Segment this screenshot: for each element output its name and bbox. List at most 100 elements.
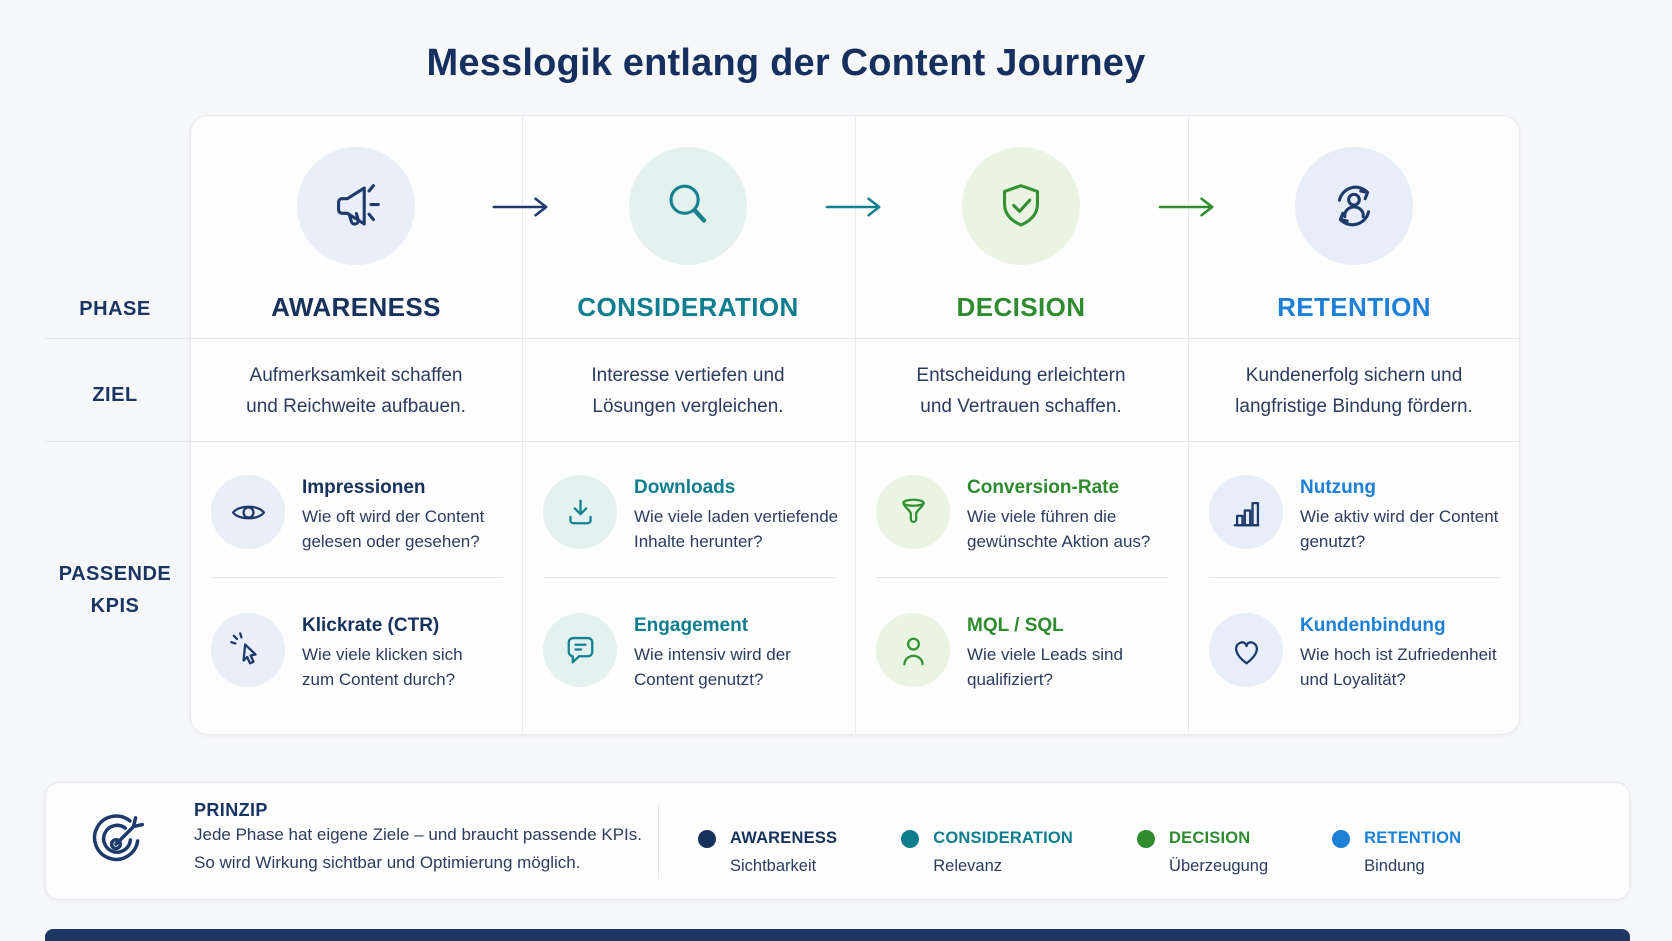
kpi-desc: Wie hoch ist Zufriedenheit und Loyalität… [1300, 643, 1497, 692]
goal-line: und Vertrauen schaffen. [920, 396, 1122, 417]
kpi-icon-circle [876, 613, 950, 687]
kpi-desc-line: Wie viele klicken sich [302, 645, 463, 664]
person-cycle-icon [1337, 185, 1371, 227]
kpi-icon-circle [876, 475, 950, 549]
kpi-item: Kundenbindung Wie hoch ist Zufriedenheit… [1209, 613, 1516, 692]
footer-strip [45, 929, 1630, 941]
kpi-icon-circle [543, 613, 617, 687]
goal-line: und Reichweite aufbauen. [246, 396, 466, 417]
legend-item-awareness: AWARENESS Sichtbarkeit [698, 827, 837, 877]
kpi-item: Nutzung Wie aktiv wird der Content genut… [1209, 475, 1516, 554]
kpi-item: Impressionen Wie oft wird der Content ge… [211, 475, 518, 554]
goal-line: Aufmerksamkeit schaffen [249, 365, 463, 386]
goal-line: langfristige Bindung fördern. [1235, 396, 1473, 417]
legend-label: RETENTION [1364, 829, 1462, 847]
principle-title: PRINZIP [194, 800, 268, 820]
kpi-title: Kundenbindung [1300, 615, 1446, 636]
kpi-desc-line: Wie viele Leads sind [967, 645, 1123, 664]
phase-goal: Aufmerksamkeit schaffen und Reichweite a… [190, 360, 522, 422]
principle-line: So wird Wirkung sichtbar und Optimierung… [194, 853, 581, 872]
shield-check-icon [1002, 184, 1040, 227]
legend-dot [698, 830, 716, 848]
phase-name: RETENTION [1277, 292, 1431, 322]
heart-icon [1234, 640, 1258, 664]
kpi-divider [543, 577, 835, 578]
kpi-desc: Wie viele klicken sich zum Content durch… [302, 643, 463, 692]
column-divider [855, 116, 856, 734]
legend-sublabel: Bindung [1364, 857, 1425, 875]
legend-dot [1137, 830, 1156, 848]
phase-goal: Interesse vertiefen und Lösungen verglei… [522, 360, 854, 422]
phase-icon-circle [962, 147, 1080, 265]
principle-line: Jede Phase hat eigene Ziele – und brauch… [194, 825, 642, 844]
kpi-desc-line: Wie intensiv wird der [634, 645, 791, 664]
column-divider [522, 116, 523, 734]
phase-column-decision: DECISION Entscheidung erleichtern und Ve… [855, 115, 1187, 735]
row-label-kpis-line1: PASSENDE [58, 563, 172, 585]
legend-item-retention: RETENTION Bindung [1332, 827, 1461, 877]
cursor-click-icon [229, 631, 257, 664]
kpi-desc-line: Wie aktiv wird der Content [1300, 507, 1499, 526]
kpi-desc: Wie intensiv wird der Content genutzt? [634, 643, 791, 692]
download-icon [568, 499, 592, 524]
kpi-icon-circle [543, 475, 617, 549]
kpi-item: Downloads Wie viele laden vertiefende In… [543, 475, 850, 554]
person-icon [902, 637, 924, 665]
kpi-divider [876, 577, 1168, 578]
row-label-goal: ZIEL [92, 384, 138, 406]
megaphone-icon [337, 184, 380, 226]
kpi-icon-circle [211, 613, 285, 687]
phase-icon-circle [629, 147, 747, 265]
arrow-right-icon [1158, 197, 1214, 217]
phase-goal: Entscheidung erleichtern und Vertrauen s… [855, 360, 1187, 422]
goal-line: Interesse vertiefen und [591, 365, 785, 386]
phase-name: DECISION [956, 292, 1086, 322]
legend-dot [1332, 830, 1351, 848]
kpi-desc-line: und Loyalität? [1300, 669, 1406, 689]
kpi-desc-line: Wie oft wird der Content [302, 507, 485, 526]
row-label-kpis: PASSENDE KPIS [40, 558, 190, 622]
kpi-item: Engagement Wie intensiv wird der Content… [543, 613, 850, 692]
row-divider [45, 338, 1520, 339]
phase-icon-circle [297, 147, 415, 265]
row-divider [45, 441, 1520, 442]
legend-label: AWARENESS [730, 829, 838, 847]
arrow-right-icon [492, 197, 548, 217]
phase-goal: Kundenerfolg sichern und langfristige Bi… [1188, 360, 1520, 422]
legend-dot [901, 830, 920, 848]
arrow-right-icon [825, 197, 881, 217]
phase-column-consideration: CONSIDERATION Interesse vertiefen und Lö… [522, 115, 854, 735]
phase-column-awareness: AWARENESS Aufmerksamkeit schaffen und Re… [190, 115, 522, 735]
phase-name: CONSIDERATION [577, 292, 799, 322]
kpi-desc: Wie oft wird der Content gelesen oder ge… [302, 505, 484, 554]
kpi-desc-line: Wie viele laden vertiefende [634, 507, 839, 526]
kpi-title: Impressionen [302, 477, 426, 498]
kpi-desc-line: genutzt? [1300, 531, 1366, 551]
row-label-phase: PHASE [79, 298, 151, 320]
legend-divider [658, 805, 659, 879]
kpi-item: MQL / SQL Wie viele Leads sind qualifizi… [876, 613, 1183, 692]
magnifier-icon [669, 184, 707, 223]
kpi-divider [1209, 577, 1501, 578]
goal-line: Entscheidung erleichtern [916, 365, 1126, 386]
phase-icon-circle [1295, 147, 1413, 265]
legend: AWARENESS Sichtbarkeit CONSIDERATION Rel… [698, 827, 1461, 877]
kpi-desc-line: qualifiziert? [967, 669, 1053, 689]
bar-chart-icon [1233, 501, 1259, 526]
goal-line: Lösungen vergleichen. [592, 396, 784, 417]
phase-name: AWARENESS [271, 292, 441, 322]
phase-column-retention: RETENTION Kundenerfolg sichern und langf… [1188, 115, 1520, 735]
kpi-desc: Wie viele Leads sind qualifiziert? [967, 643, 1123, 692]
funnel-icon [901, 498, 925, 523]
kpi-desc: Wie aktiv wird der Content genutzt? [1300, 505, 1498, 554]
kpi-desc-line: gewünschte Aktion aus? [967, 531, 1151, 551]
kpi-item: Conversion-Rate Wie viele führen die gew… [876, 475, 1183, 554]
legend-sublabel: Relevanz [933, 857, 1003, 875]
row-label-kpis-line2: KPIS [90, 595, 140, 617]
kpi-desc-line: Wie viele führen die [967, 507, 1117, 526]
eye-icon [231, 505, 265, 519]
column-divider [1188, 116, 1189, 734]
page-title: Messlogik entlang der Content Journey [426, 42, 1146, 84]
kpi-title: Conversion-Rate [967, 477, 1120, 498]
kpi-title: Engagement [634, 615, 749, 636]
